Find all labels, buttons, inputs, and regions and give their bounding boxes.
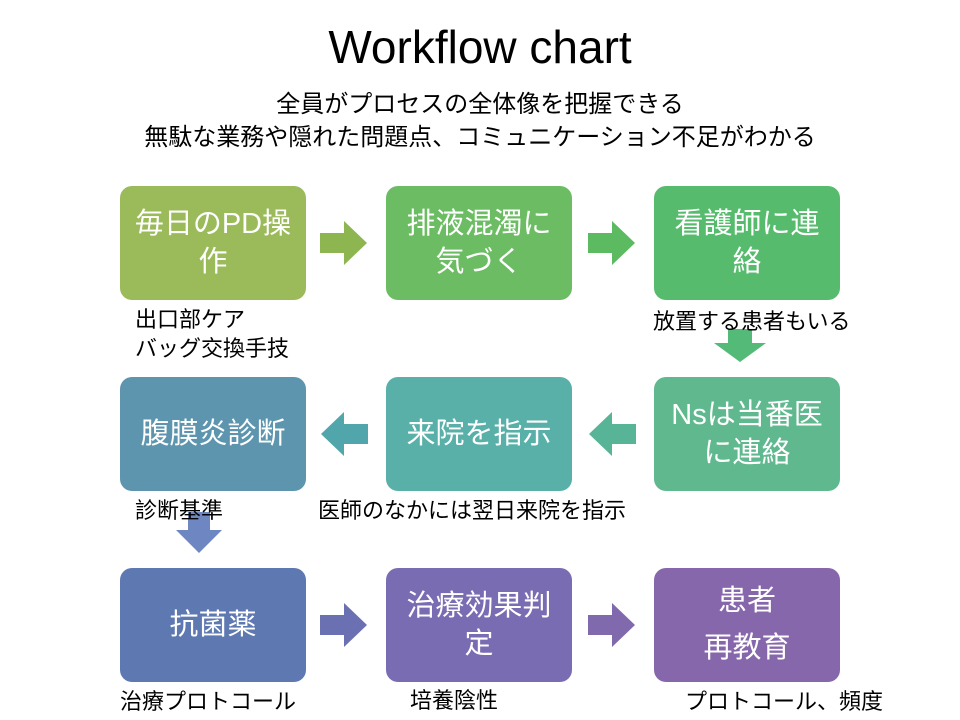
annotation-next-day-visit: 医師のなかには翌日来院を指示 [318,498,627,523]
annotation-culture-negative: 培養陰性 [410,688,499,713]
arrow-down-icon [172,512,226,554]
flow-step-patient-reeducation: 患者 再教育 [654,568,840,682]
arrow-left-icon [588,412,636,456]
flow-step-instruct-hospital-visit: 来院を指示 [386,377,572,491]
arrow-right-icon [320,221,368,265]
arrow-right-icon [588,221,636,265]
flow-step-ns-contact-on-duty-doctor: Nsは当番医 に連絡 [654,377,840,491]
flow-step-peritonitis-diagnosis: 腹膜炎診断 [120,377,306,491]
slide-title: Workflow chart [328,21,632,73]
slide-subtitle: 全員がプロセスの全体像を把握できる 無駄な業務や隠れた問題点、コミュニケーション… [144,91,816,152]
flow-step-antibiotics: 抗菌薬 [120,568,306,682]
arrow-right-icon [320,603,368,647]
annotation-diagnostic-criteria: 診断基準 [135,498,224,523]
annotation-neglecting-patients: 放置する患者もいる [653,309,851,334]
annotation-exit-site-care: 出口部ケア バッグ交換手技 [135,307,290,361]
flow-step-contact-nurse: 看護師に連 絡 [654,186,840,300]
arrow-right-icon [588,603,636,647]
annotation-treatment-protocol: 治療プロトコール [120,689,297,714]
arrow-down-icon [708,329,772,363]
flow-step-notice-cloudy-effluent: 排液混濁に 気づく [386,186,572,300]
arrow-left-icon [320,412,368,456]
annotation-protocol-frequency: プロトコール、頻度 [685,689,884,714]
flow-step-treatment-evaluation: 治療効果判 定 [386,568,572,682]
flow-step-daily-pd-operation: 毎日のPD操 作 [120,186,306,300]
